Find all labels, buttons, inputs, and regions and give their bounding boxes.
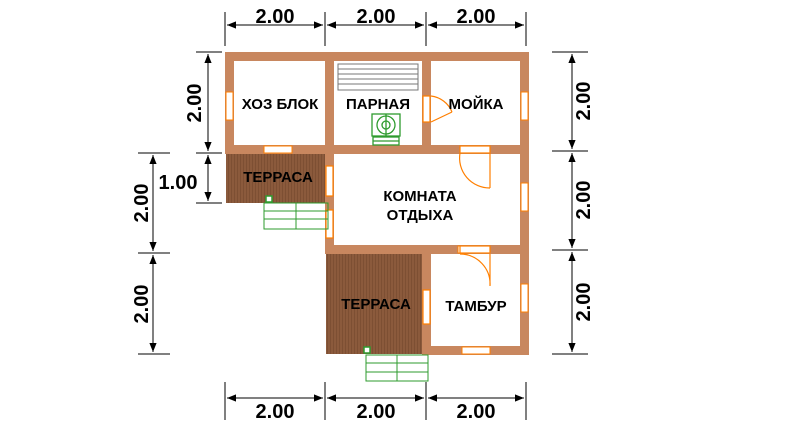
dim-left-inner-1: 2.00 <box>184 84 206 123</box>
dim-top-1: 2.00 <box>256 6 295 28</box>
window-hoz-blok <box>225 91 234 121</box>
steps-bottom <box>363 346 429 382</box>
windows <box>225 91 529 355</box>
dim-left-inner-2: 1.00 <box>159 172 198 194</box>
dim-bottom-3: 2.00 <box>457 401 496 423</box>
terrace-top-floor <box>226 153 330 203</box>
sauna-bench <box>337 63 419 91</box>
dim-left-outer-2: 2.00 <box>131 285 153 324</box>
dim-left-outer-1: 2.00 <box>131 184 153 223</box>
dim-right-1: 2.00 <box>573 82 595 121</box>
dimensions-top <box>224 12 527 46</box>
room-label-hoz-blok: ХОЗ БЛОК <box>242 96 319 113</box>
dim-bottom-1: 2.00 <box>256 401 295 423</box>
room-label-moika: МОЙКА <box>449 95 504 113</box>
dim-top-3: 2.00 <box>457 6 496 28</box>
window-moika <box>520 91 529 121</box>
sauna-stove-icon <box>371 113 401 146</box>
dim-top-2: 2.00 <box>357 6 396 28</box>
window-hoz-bottom <box>263 145 293 154</box>
doors <box>325 95 491 325</box>
window-komnata <box>520 182 529 212</box>
room-label-terrace-top: ТЕРРАСА <box>243 169 313 186</box>
room-label-komnata-2: ОТДЫХА <box>387 207 454 224</box>
window-tambur <box>520 283 529 313</box>
dimensions-left-inner <box>196 51 222 204</box>
room-label-parnaya: ПАРНАЯ <box>346 96 410 113</box>
room-label-terrace-bottom: ТЕРРАСА <box>341 296 411 313</box>
dimensions-right <box>552 51 588 355</box>
dim-right-2: 2.00 <box>573 181 595 220</box>
room-label-tambur: ТАМБУР <box>445 298 506 315</box>
dim-bottom-2: 2.00 <box>357 401 396 423</box>
room-label-komnata-1: КОМНАТА <box>383 188 456 205</box>
steps-top <box>263 195 329 230</box>
terrace-bottom-floor <box>326 252 426 354</box>
dimensions-left-outer <box>138 152 170 355</box>
dimensions-bottom <box>224 382 527 420</box>
dim-right-3: 2.00 <box>573 283 595 322</box>
window-tambur-bottom <box>461 346 491 355</box>
